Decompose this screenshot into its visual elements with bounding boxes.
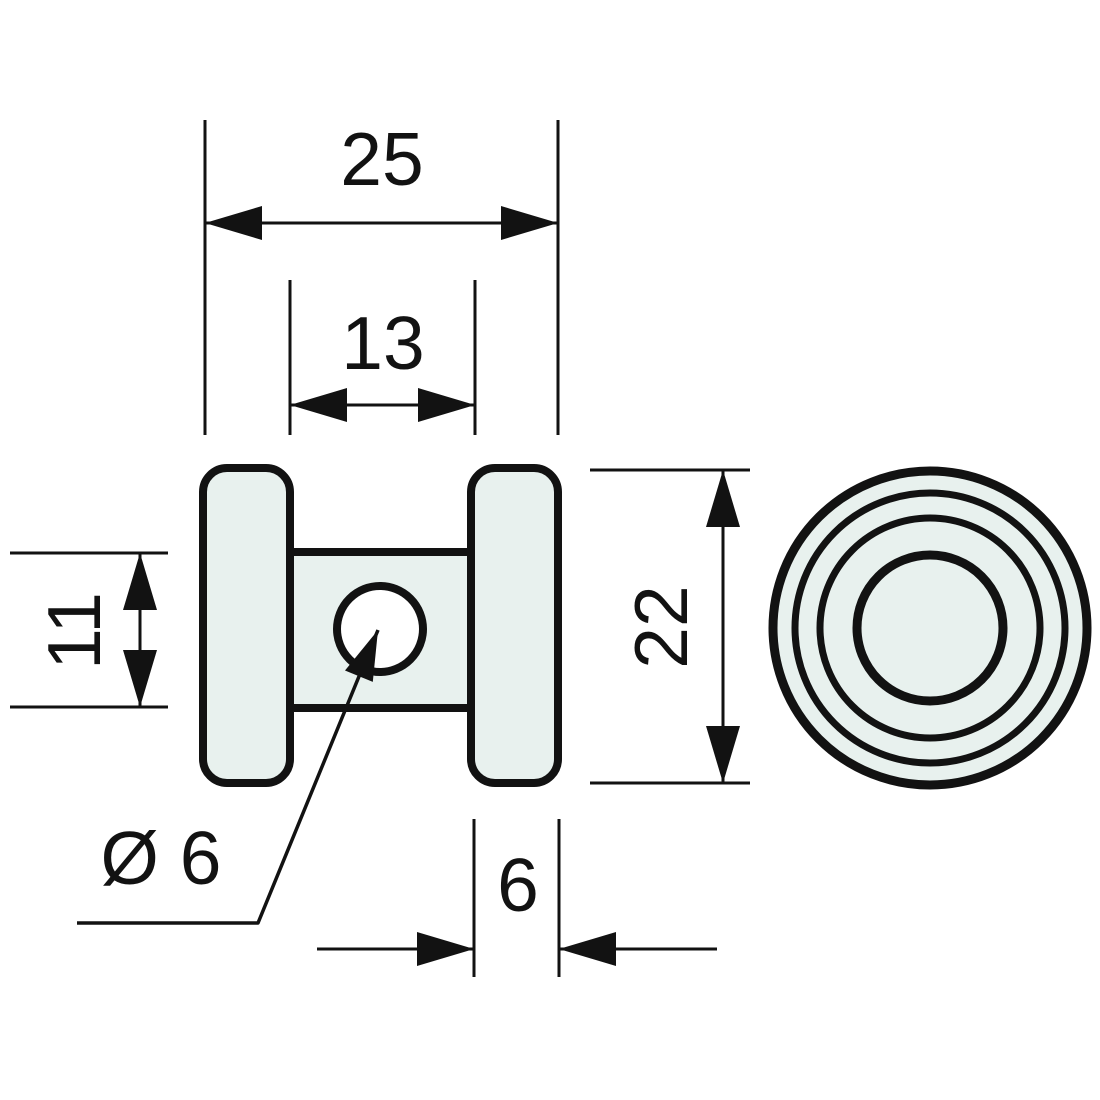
arrowhead-left-icon	[205, 206, 262, 240]
arrowhead-down-icon	[706, 726, 740, 783]
arrowhead-left-icon	[559, 932, 616, 966]
right-flange	[467, 464, 562, 787]
arrowhead-right-icon	[501, 206, 558, 240]
arrowhead-right-icon	[417, 932, 474, 966]
leader-arrowhead-icon	[345, 630, 378, 682]
side-circle-2	[791, 489, 1069, 767]
dimension-flange-thickness: 6	[317, 819, 717, 977]
leader-hole-diameter: Ø 6	[77, 629, 380, 925]
arrowhead-left-icon	[290, 388, 347, 422]
left-flange	[199, 464, 294, 787]
dimension-label-11: 11	[32, 592, 116, 670]
dimension-hub-width: 13	[288, 280, 477, 435]
dimension-label-hole-diameter: Ø 6	[101, 816, 222, 900]
dimension-overall-width: 25	[203, 117, 560, 435]
leader-line	[77, 629, 380, 925]
dimension-label-6: 6	[497, 843, 539, 927]
arrowhead-up-icon	[123, 553, 157, 610]
arrowhead-up-icon	[706, 470, 740, 527]
dimension-label-25: 25	[340, 117, 423, 201]
dimension-outer-diameter: 22	[590, 468, 750, 785]
side-inner-circle	[852, 550, 1008, 706]
arrowhead-down-icon	[123, 650, 157, 707]
arrowhead-right-icon	[418, 388, 475, 422]
dimension-label-22: 22	[619, 585, 703, 668]
dimension-hub-height: 11	[10, 551, 168, 709]
side-view	[768, 466, 1092, 790]
side-circle-3	[816, 514, 1044, 742]
dimension-label-13: 13	[341, 301, 424, 385]
center-hole	[333, 582, 427, 676]
front-view	[199, 464, 562, 787]
